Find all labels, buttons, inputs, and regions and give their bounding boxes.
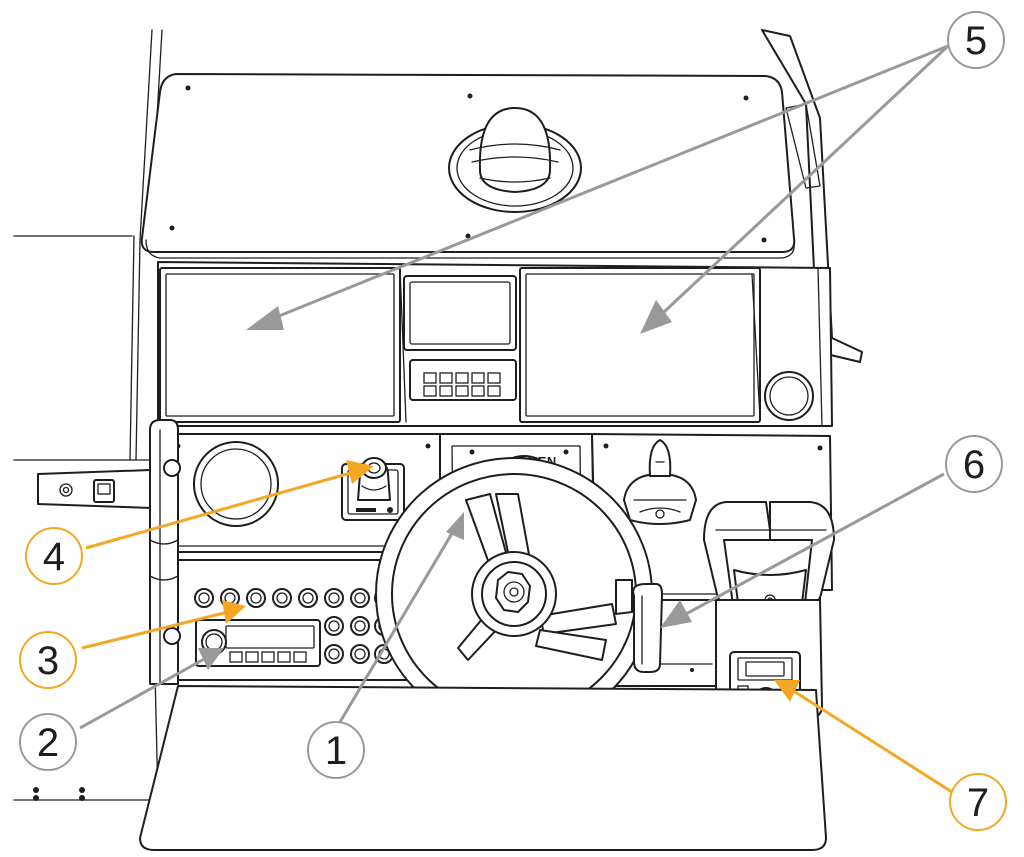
callout-5-arrowhead-left [246, 306, 284, 330]
callout-4-arrowhead [346, 460, 374, 484]
callout-1: 1 [307, 721, 365, 779]
center-switch-block [409, 359, 517, 401]
callout-7-arrowhead [774, 680, 800, 702]
callout-2-label: 2 [37, 721, 59, 765]
callout-5-leader-right [662, 44, 950, 314]
callout-4-leader [85, 470, 355, 550]
thruster-joystick [623, 439, 697, 525]
callout-2-arrowhead [198, 648, 224, 670]
center-mini-display [403, 275, 517, 351]
side-switch-bracket [37, 469, 153, 509]
callout-5-leader-left [273, 44, 949, 320]
callout-1-leader [338, 529, 456, 723]
callout-4-label: 4 [43, 535, 65, 579]
steering-wheel [375, 457, 653, 731]
button-rows [194, 588, 394, 664]
grab-handle-left [149, 419, 181, 685]
callout-5-label: 5 [965, 19, 987, 63]
callout-3-arrowhead [222, 600, 246, 624]
dome-antenna [448, 107, 582, 213]
callout-7: 7 [949, 773, 1007, 831]
left-round-gauge [193, 441, 279, 527]
callout-3-leader [81, 610, 229, 650]
callout-6-arrowhead [660, 600, 692, 628]
callout-2-leader [79, 656, 207, 730]
callout-1-label: 1 [325, 729, 347, 773]
callout-3: 3 [19, 631, 77, 689]
callout-6-label: 6 [963, 443, 985, 487]
left-display-screen [159, 267, 407, 423]
callout-4: 4 [25, 527, 83, 585]
throttle-lever [632, 583, 663, 673]
callout-6-leader [685, 472, 945, 616]
callout-2: 2 [19, 713, 77, 771]
right-round-gauge [764, 371, 814, 421]
callout-5: 5 [947, 11, 1005, 69]
floor-plate [139, 685, 827, 851]
callout-1-arrowhead [446, 512, 464, 540]
callout-7-leader [791, 688, 953, 794]
callout-6: 6 [945, 435, 1003, 493]
callout-5-arrowhead-right [640, 300, 672, 334]
callout-lines [79, 44, 953, 794]
callout-7-label: 7 [967, 781, 989, 825]
right-display-screen [519, 267, 761, 423]
callout-3-label: 3 [37, 639, 59, 683]
callout-bubbles: 1 2 3 4 5 6 7 [19, 11, 1007, 831]
